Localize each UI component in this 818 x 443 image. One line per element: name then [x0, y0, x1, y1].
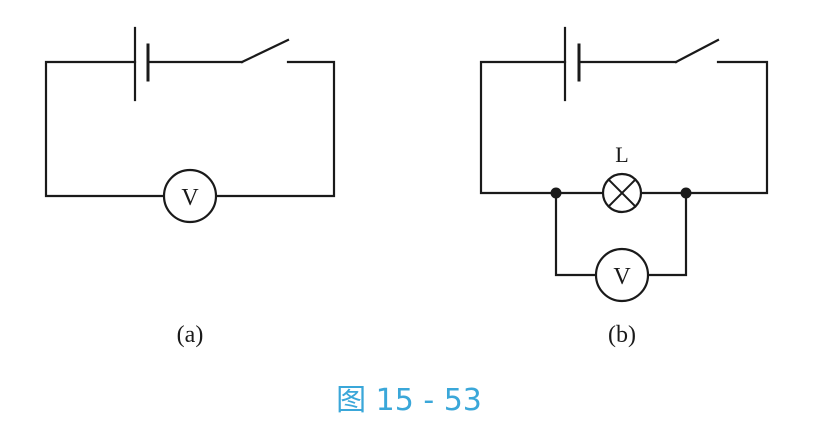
circuit-a: V (a): [44, 26, 336, 348]
circuit-b-wire-voltmeter-branch-right: [646, 191, 688, 277]
circuit-b-switch-blade: [674, 38, 720, 64]
circuit-a-voltmeter: V: [162, 168, 218, 224]
circuit-b-wire-right: [639, 60, 769, 195]
circuit-a-battery: [133, 26, 150, 102]
circuit-b-wire-voltmeter-branch-left: [554, 191, 598, 277]
circuit-a-switch-blade: [240, 38, 290, 64]
circuit-b-junction-left: [550, 187, 562, 199]
circuit-b-battery: [563, 26, 581, 102]
circuit-b-voltmeter: V: [594, 247, 650, 303]
circuit-b-voltmeter-circle: [594, 247, 650, 303]
circuit-b-caption: (b): [608, 322, 636, 348]
circuit-b-lamp-label: L: [615, 142, 628, 167]
circuit-b-voltmeter-symbol: V: [613, 264, 631, 290]
circuit-b-junction-right: [680, 187, 692, 199]
circuit-b-wire-top-left: [479, 60, 605, 195]
circuit-a-wire-top-left: [44, 60, 166, 198]
circuit-a-voltmeter-symbol: V: [181, 185, 199, 211]
circuit-b-lamp: L: [601, 142, 643, 214]
circuit-a-voltmeter-circle: [162, 168, 218, 224]
circuit-b-lamp-cross-2: [607, 178, 637, 208]
circuit-b: L V (b): [479, 26, 769, 348]
circuit-a-wire-right: [214, 60, 336, 198]
circuit-a-caption: (a): [177, 322, 204, 348]
figure-caption: 图 15 - 53: [336, 383, 482, 418]
